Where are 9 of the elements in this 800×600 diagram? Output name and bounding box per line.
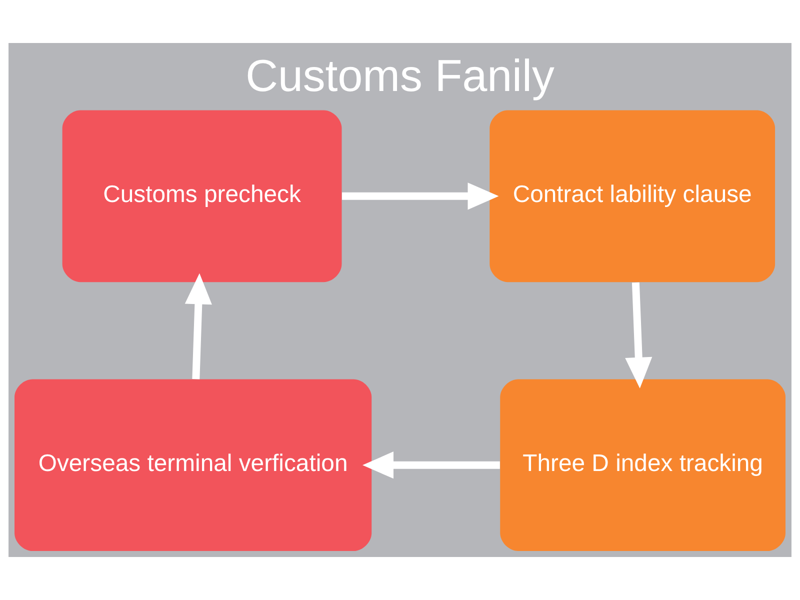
node-box: Overseas terminal verfication: [14, 379, 372, 552]
arrow: [184, 273, 212, 380]
arrow: [362, 452, 500, 479]
node-box: Three D index tracking: [500, 379, 786, 552]
node-box: Customs precheck: [62, 110, 342, 282]
node-box: Contract lability clause: [490, 110, 776, 282]
arrow: [625, 282, 652, 388]
diagram-title: Customs Fanily: [246, 50, 554, 101]
arrow: [342, 182, 499, 210]
